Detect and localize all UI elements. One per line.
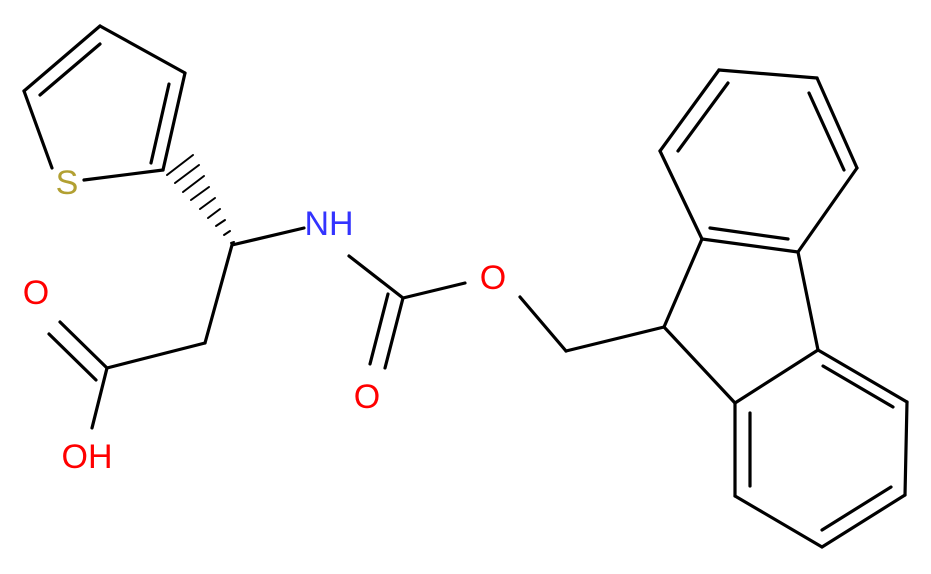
carbamate-carbonyl-oxygen-label: O (354, 378, 380, 416)
thiophene-ring (22, 24, 187, 182)
bond-carbamate-c-o-double-a (383, 296, 405, 370)
bond-c2-s (82, 168, 165, 182)
bond-s-c5 (22, 89, 54, 170)
bond-ch2-acid-c (105, 341, 207, 370)
bond-ch2-fluorenyl-c9 (564, 325, 666, 353)
bond-c9-c9a (662, 237, 704, 329)
bond-stereocenter-ch2 (203, 243, 234, 345)
bond-c4-c3 (98, 24, 187, 75)
stereo-hashed-wedge (166, 154, 235, 244)
nitrogen-nh-label: NH (304, 205, 353, 243)
bond-nh-carbamate-c (347, 254, 405, 300)
fluorenyl-group (658, 68, 909, 549)
bond-acid-c-o-double-a (58, 320, 109, 370)
bond-c5-c4 (22, 24, 102, 93)
bond-acid-c-o-double-b (47, 332, 98, 382)
ester-oxygen-label: O (480, 259, 506, 297)
bond-carbamate-c-o-ester (401, 281, 467, 300)
acid-carbonyl-oxygen-label: O (23, 274, 49, 312)
bond-c5-c4-double (38, 42, 102, 97)
hydroxyl-label: OH (62, 438, 113, 476)
backbone (47, 226, 666, 430)
bond-c4a-c4b (796, 250, 820, 352)
bond-c3-c2-double (149, 82, 171, 165)
bond-carbamate-c-o-double-b (368, 292, 390, 366)
bond-stereocenter-nh (230, 226, 306, 247)
sulfur-atom-label: S (56, 164, 79, 202)
bond-c9-c8a (662, 325, 737, 405)
bond-o-ester-ch2 (518, 295, 568, 353)
bond-c3-c2 (161, 71, 187, 172)
bond-acid-c-oh (90, 366, 109, 430)
